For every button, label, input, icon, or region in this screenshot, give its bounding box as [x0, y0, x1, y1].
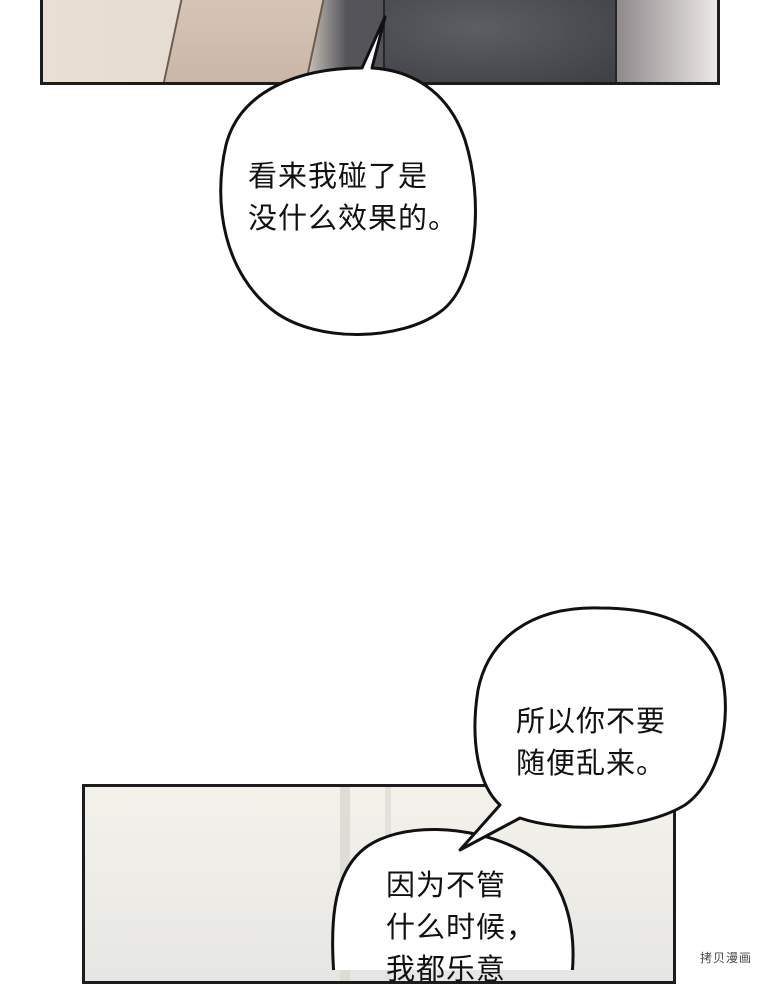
speech-bubble-2: [458, 606, 727, 852]
dialogue-text-3: 因为不管 什么时候， 我都乐意: [386, 868, 537, 986]
speech-bubble-1: [219, 15, 477, 336]
speech-bubble-3: [331, 828, 575, 970]
watermark-text: 拷贝漫画: [699, 951, 752, 965]
speech-bubble-layer: [219, 15, 727, 970]
character-figure: [383, 0, 617, 82]
dialogue-text-2: 所以你不要 随便乱来。: [516, 704, 667, 780]
dialogue-text-1: 看来我碰了是 没什么效果的。: [248, 159, 459, 235]
